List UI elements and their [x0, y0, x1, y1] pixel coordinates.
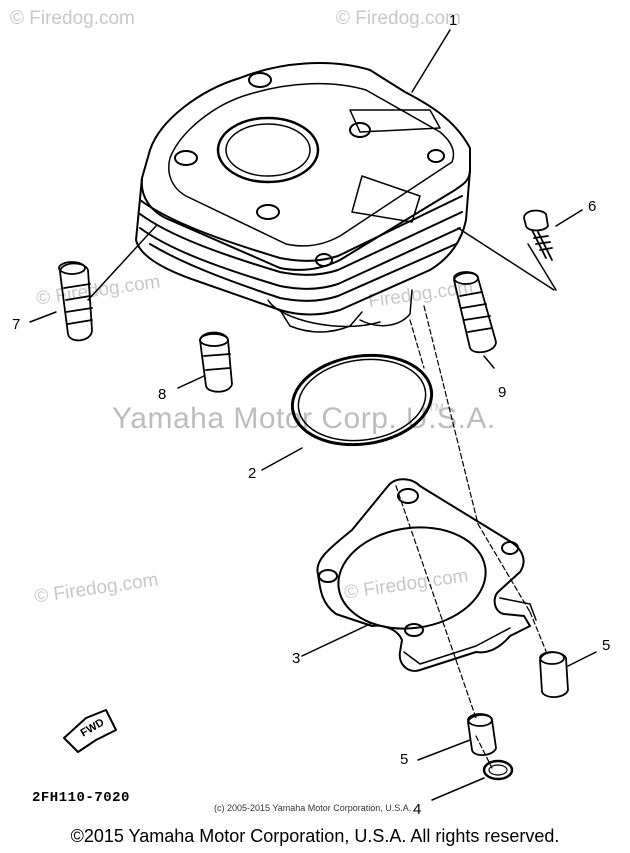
dowel-pin-part-5-right [539, 651, 569, 698]
dowel-pin-part-5-lower [467, 713, 497, 756]
dowel-pin-part-9 [453, 271, 497, 354]
leader-line-8 [177, 375, 205, 389]
o-ring-part-2 [290, 353, 434, 447]
dowel-pin-part-8 [199, 331, 233, 393]
leader-line-5-right [567, 651, 597, 667]
callout-6: 6 [588, 198, 597, 215]
callout-9: 9 [498, 384, 507, 401]
callout-1: 1 [449, 12, 458, 29]
dowel-pin-part-7 [58, 261, 93, 342]
callout-5-lower: 5 [400, 751, 409, 768]
fwd-arrow-icon [63, 709, 117, 753]
small-copyright: (c) 2005-2015 Yamaha Motor Corporation, … [214, 803, 412, 813]
gasket-part-3 [316, 478, 537, 672]
callout-8: 8 [158, 386, 167, 403]
callout-5-right: 5 [602, 637, 611, 654]
leader-line-9 [483, 355, 495, 369]
footer-copyright: ©2015 Yamaha Motor Corporation, U.S.A. A… [70, 826, 560, 846]
leader-line-2 [261, 447, 303, 471]
bolt-part-6 [523, 209, 553, 261]
leader-line-7b [87, 225, 157, 301]
watermark-tm: TM [428, 402, 444, 414]
leader-line-3 [301, 623, 371, 657]
leader-line-6 [555, 209, 583, 227]
small-o-ring-part-4 [482, 759, 514, 781]
callout-4: 4 [413, 801, 422, 818]
diagram-code: 2FH110-7020 [32, 790, 130, 806]
callout-3: 3 [292, 650, 301, 667]
callout-7: 7 [12, 316, 21, 333]
watermark-firedog-top-right: © Firedog.com [336, 8, 461, 29]
leader-line-1 [411, 29, 451, 93]
callout-2: 2 [248, 465, 257, 482]
cylinder-part-1 [135, 62, 471, 333]
watermark-firedog-top-left: © Firedog.com [10, 8, 135, 29]
leader-line-5-lower [417, 739, 471, 761]
leader-line-7 [29, 311, 57, 323]
leader-line-4 [431, 777, 485, 801]
